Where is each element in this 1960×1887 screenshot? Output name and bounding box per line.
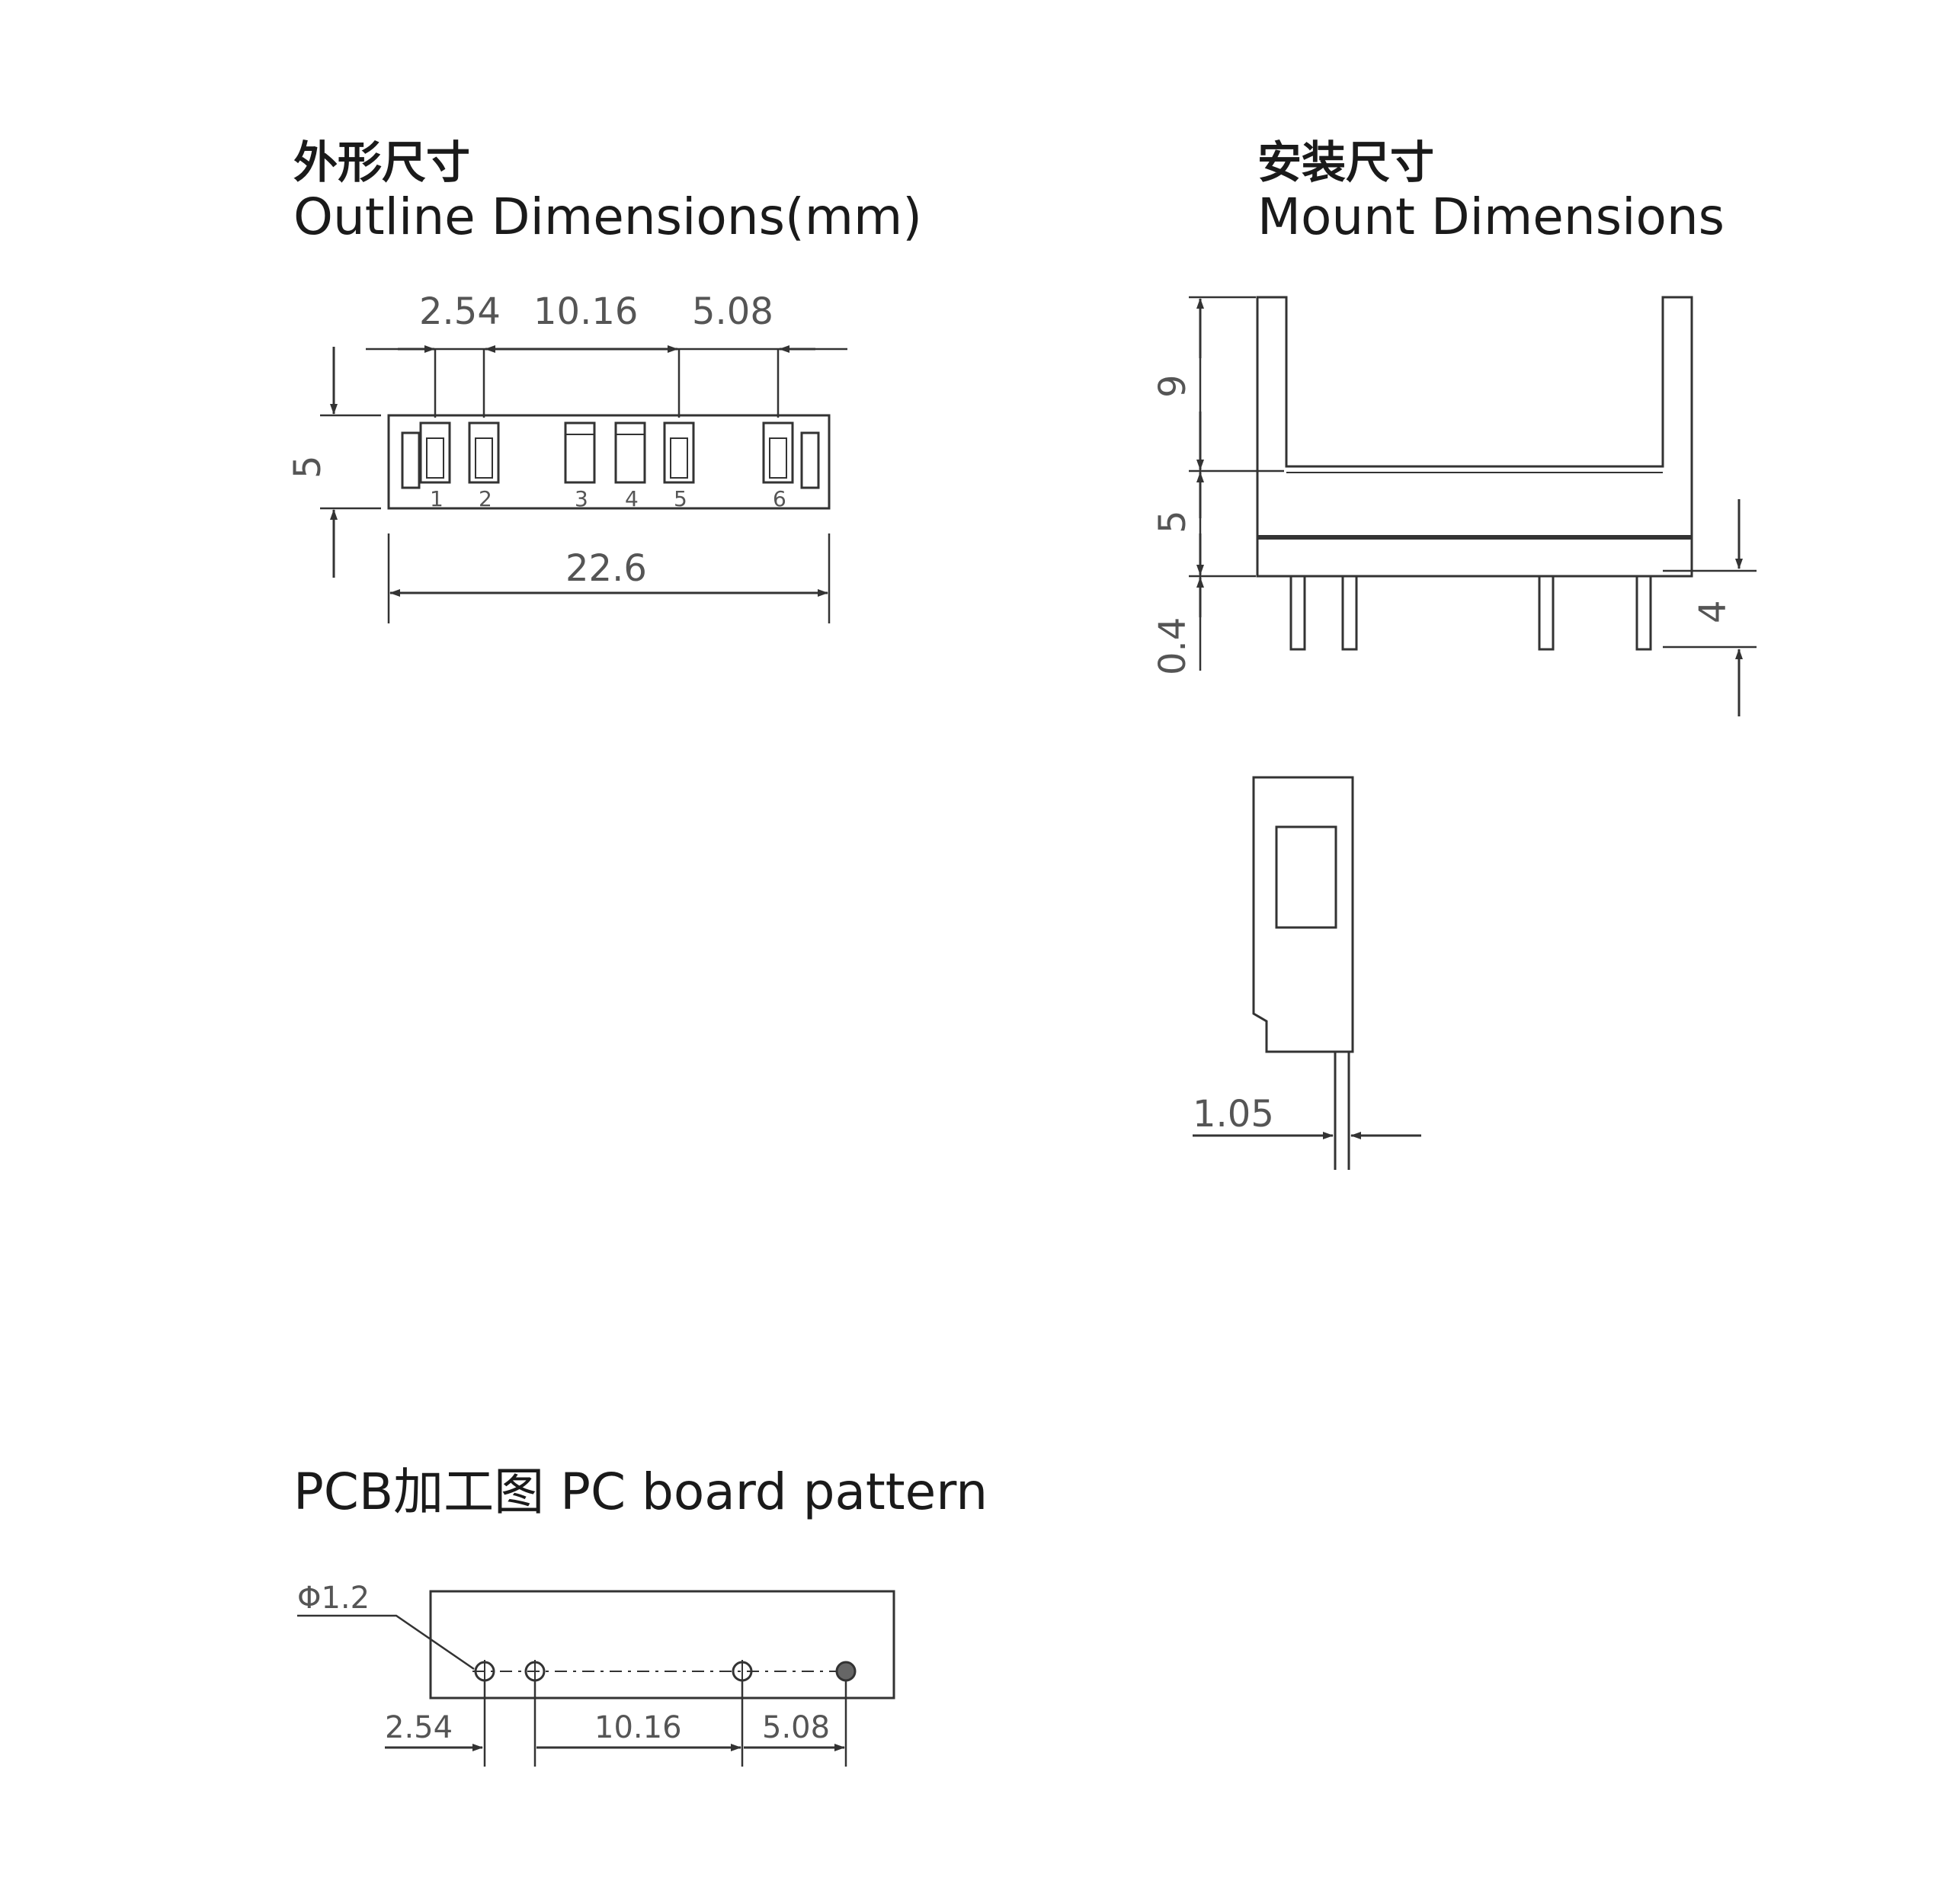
relay-body-outline [387,414,831,510]
mount-pin-3 [1538,575,1555,651]
side-window [1275,825,1337,929]
mount-dim-thickness: 1.05 [1193,1093,1274,1136]
mount-pin-1 [1289,575,1306,651]
outline-dim-length: 22.6 [565,547,647,590]
mount-heading: 安装尺寸 Mount Dimensions [1257,137,1725,246]
outline-heading: 外形尺寸 Outline Dimensions(mm) [293,137,922,246]
outline-dimension-labels: 2.54 10.16 5.08 5 22.6 1 2 3 4 5 6 [287,290,786,590]
socket-side-outline [1252,776,1354,1053]
terminal-slot-2 [468,421,500,484]
mount-dim-body: 5 [1151,510,1194,533]
terminal-slot-3 [564,421,596,484]
mount-dim-pin: 4 [1692,600,1734,623]
mount-dim-wall: 9 [1151,374,1194,398]
pin-label-5: 5 [674,486,687,511]
left-latch [401,431,421,489]
outline-dim-end: 5.08 [692,290,773,333]
mount-dimension-labels: 9 5 0.4 4 1.05 [1151,374,1734,1136]
pcb-outline [429,1590,895,1700]
pcb-dimension-labels: Φ1.2 2.54 10.16 5.08 [297,1581,830,1745]
outline-dim-pitch: 2.54 [419,290,501,333]
outline-dim-height: 5 [287,455,329,479]
terminal-slot-5 [663,421,695,484]
mount-front-view [1189,296,1757,716]
outline-drawing [320,345,847,623]
pin-label-3: 3 [575,486,588,511]
pcb-dim-end: 5.08 [762,1710,830,1745]
terminal-slot-4 [614,421,646,484]
right-latch [800,431,820,489]
pcb-dim-hole: Φ1.2 [297,1581,370,1616]
terminal-slot-1 [419,421,451,484]
pcb-dim-pitch: 2.54 [385,1710,453,1745]
pin-label-2: 2 [479,486,492,511]
outline-title-cn: 外形尺寸 [293,136,471,188]
pcb-title: PCB加工图 PC board pattern [293,1463,988,1521]
pin-label-6: 6 [773,486,786,511]
socket-frame [1256,296,1693,578]
mount-title-cn: 安装尺寸 [1257,136,1435,188]
terminal-slot-6 [762,421,794,484]
outline-dim-span: 10.16 [533,290,638,333]
terminal-slots [419,421,794,484]
outline-title-en: Outline Dimensions(mm) [293,187,923,246]
mount-dim-gap: 0.4 [1151,617,1194,675]
mount-pin-4 [1635,575,1652,651]
pcb-dim-span: 10.16 [594,1710,682,1745]
pcb-hole-4 [835,1661,857,1682]
mount-title-en: Mount Dimensions [1257,187,1725,246]
pin-label-1: 1 [430,486,444,511]
pin-label-4: 4 [625,486,639,511]
mount-side-view [1193,776,1421,1170]
mount-pin-2 [1341,575,1358,651]
pcb-pattern-drawing [297,1590,895,1767]
